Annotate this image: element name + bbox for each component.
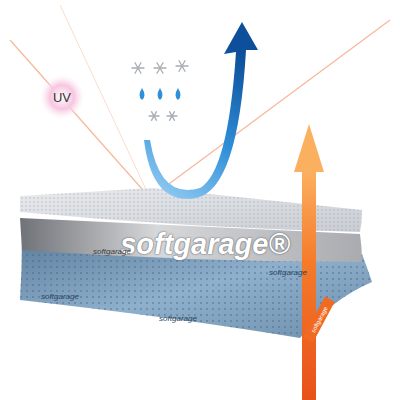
brand-mark: softgarage (269, 268, 307, 277)
uv-badge: UV (48, 83, 76, 111)
watermark: softgarage® (120, 228, 290, 261)
uv-badge-text: UV (53, 90, 71, 105)
brand-mark: softgarage (93, 247, 131, 256)
brand-mark: softgarage (41, 292, 79, 301)
brand-mark: softgarage (159, 314, 197, 323)
